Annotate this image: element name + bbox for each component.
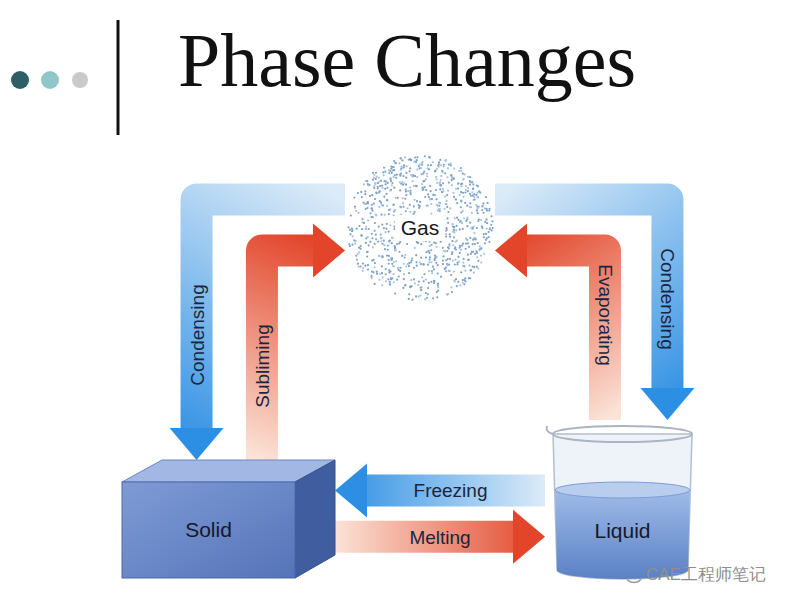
transition-label: Condensing	[658, 248, 677, 349]
block-side	[295, 460, 335, 578]
phase-arrow	[170, 200, 345, 461]
node-label: Gas	[395, 215, 446, 241]
bullet-dot	[11, 71, 29, 89]
beaker-glass	[553, 434, 692, 579]
node-label: Liquid	[594, 519, 650, 543]
arrow-head	[640, 388, 694, 420]
liquid-body	[555, 490, 690, 579]
phase-arrow	[335, 463, 545, 517]
beaker-spout	[547, 426, 553, 434]
block-front	[122, 482, 295, 578]
arrow-head	[313, 224, 345, 278]
liquid-shape	[545, 420, 700, 580]
gas-shape	[345, 153, 495, 303]
beaker-rim	[553, 426, 692, 442]
phase-arrow	[495, 224, 605, 421]
arrow-band	[527, 251, 605, 421]
phase-arrow	[262, 224, 345, 461]
phase-arrow	[335, 510, 545, 564]
transition-label: Freezing	[414, 481, 488, 500]
title: Phase Changes	[178, 22, 636, 98]
wechat-icon	[614, 562, 642, 583]
solid-block: Solid	[122, 460, 335, 578]
transition-label: Condensing	[187, 284, 206, 385]
arrow-head	[335, 463, 367, 517]
node-label: Solid	[185, 518, 232, 542]
arrow-band	[495, 200, 667, 389]
divider-line	[117, 20, 120, 135]
gas-cloud: Gas	[345, 153, 495, 303]
solid-shape	[122, 460, 335, 578]
arrow-head	[513, 510, 545, 564]
watermark: CAE工程师笔记	[646, 563, 766, 586]
arrow-band	[367, 474, 545, 506]
transition-label: Subliming	[252, 324, 271, 407]
transition-label: Melting	[409, 527, 470, 546]
liquid-surface	[555, 482, 690, 498]
arrow-band	[335, 521, 513, 553]
phase-arrow	[495, 200, 694, 421]
bullet-dot	[41, 71, 59, 89]
transition-label: Evaporating	[595, 264, 614, 365]
arrow-head	[495, 224, 527, 278]
liquid-beaker: Liquid	[545, 420, 700, 580]
bullet-dot	[72, 72, 88, 88]
arrow-band	[262, 251, 313, 461]
gas-particles	[347, 155, 494, 301]
arrow-head	[170, 428, 224, 460]
block-top	[122, 460, 335, 482]
